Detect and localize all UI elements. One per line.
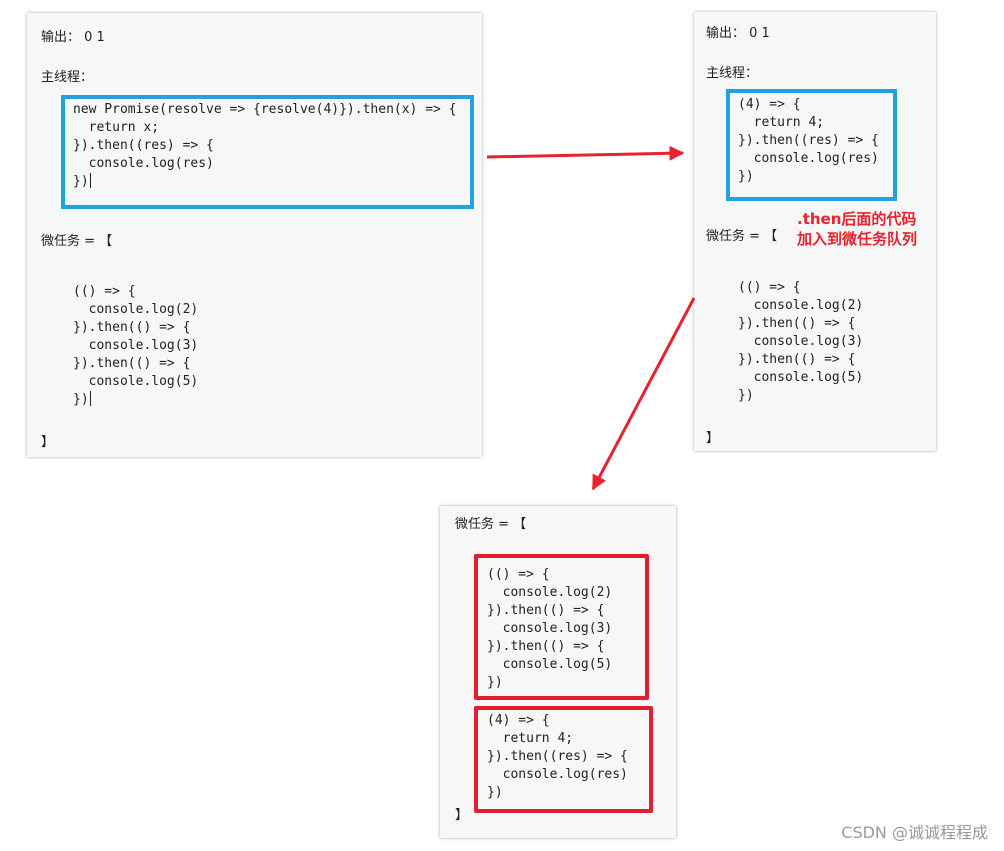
output-label: 输出： 0 1: [706, 26, 770, 41]
text-cursor: [89, 173, 91, 188]
text-cursor: [89, 391, 91, 406]
panel-right: 输出： 0 1 主线程： (4) => { return 4; }).then(…: [694, 12, 936, 451]
close-bracket: 】: [706, 431, 720, 446]
microtask-1-code: (() => { console.log(2) }).then(() => { …: [487, 567, 613, 690]
microtask-1-highlight-box: [474, 554, 649, 700]
main-thread-label: 主线程：: [41, 70, 94, 85]
watermark: CSDN @诚诚程程成: [841, 823, 988, 842]
main-thread-code: new Promise(resolve => {resolve(4)}).the…: [73, 102, 457, 189]
arrow-left-to-right: [486, 145, 685, 161]
panel-bottom: 微任务 = 【 (() => { console.log(2) }).then(…: [440, 506, 676, 838]
microtask-label: 微任务 = 【: [41, 234, 113, 249]
microtask-2-code: (4) => { return 4; }).then((res) => { co…: [487, 713, 628, 800]
microtask-2-highlight-box: [474, 706, 653, 813]
main-thread-highlight-box: [61, 95, 474, 209]
arrow-right-to-bottom: [591, 297, 696, 491]
close-bracket: 】: [41, 435, 55, 450]
main-thread-code: (4) => { return 4; }).then((res) => { co…: [738, 97, 879, 184]
microtask-queue-code: (() => { console.log(2) }).then(() => { …: [738, 280, 864, 403]
main-thread-highlight-box: [726, 89, 897, 201]
close-bracket: 】: [455, 808, 469, 823]
annotation-note: .then后面的代码 加入到微任务队列: [797, 210, 918, 248]
microtask-label: 微任务 = 【: [706, 229, 778, 244]
panel-left: 输出： 0 1 主线程： new Promise(resolve => {res…: [27, 13, 482, 457]
microtask-queue-code: (() => { console.log(2) }).then(() => { …: [73, 284, 199, 407]
output-label: 输出： 0 1: [41, 30, 105, 45]
microtask-label: 微任务 = 【: [455, 517, 527, 532]
main-thread-label: 主线程：: [706, 66, 759, 81]
